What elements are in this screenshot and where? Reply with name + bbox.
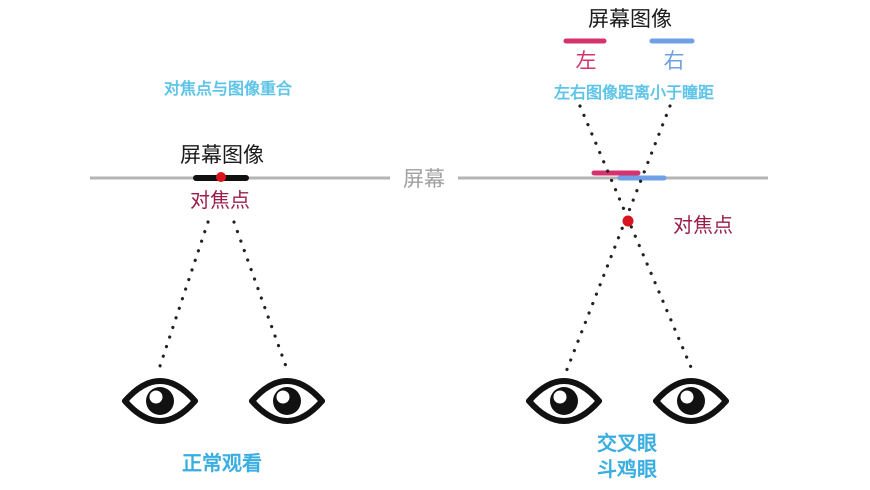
screen-label: 屏幕: [403, 167, 445, 191]
right-sight-line-from-right-image: [564, 104, 672, 374]
eye-icon: [526, 378, 602, 424]
right-screen-image-label: 屏幕图像: [588, 7, 672, 31]
right-caption: 左右图像距离小于瞳距: [553, 83, 714, 102]
left-sight-line-right: [232, 220, 290, 374]
right-sight-line-from-left-image: [578, 104, 695, 374]
right-right-label: 右: [664, 49, 685, 73]
right-title-line1: 交叉眼: [597, 431, 657, 455]
right-left-label: 左: [576, 49, 597, 73]
left-caption: 对焦点与图像重合: [164, 79, 293, 98]
left-sight-line-left: [156, 220, 210, 374]
left-focus-label: 对焦点: [190, 188, 250, 212]
eye-icon: [653, 378, 729, 424]
left-focus-dot: [216, 172, 226, 182]
right-focus-dot: [622, 215, 634, 227]
right-focus-label: 对焦点: [673, 213, 733, 237]
right-title-line2: 斗鸡眼: [597, 457, 657, 481]
left-title: 正常观看: [182, 451, 262, 475]
eye-icon: [249, 378, 325, 424]
eye-icon: [122, 378, 198, 424]
left-screen-image-label: 屏幕图像: [180, 143, 264, 167]
